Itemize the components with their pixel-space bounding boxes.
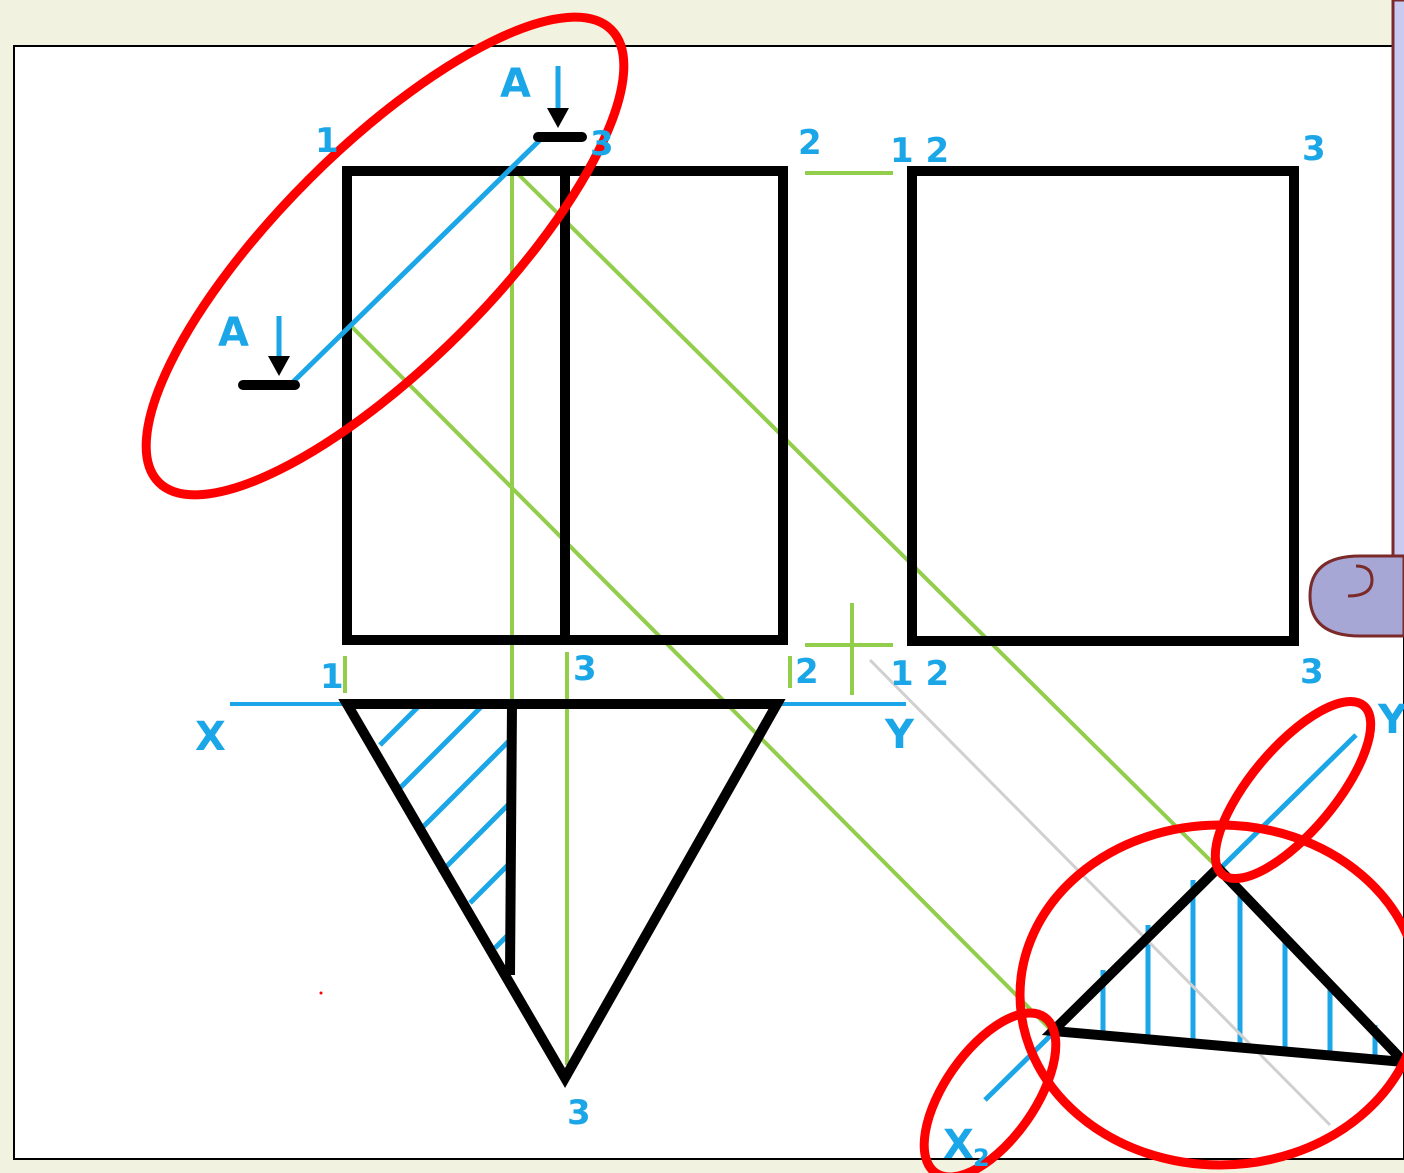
- section-label-top: A: [500, 61, 531, 107]
- front-label-3: 3: [590, 124, 614, 164]
- aux-y-label: Y: [1377, 697, 1404, 743]
- aux-x-label: X: [943, 1122, 974, 1168]
- front-label-2: 2: [798, 123, 822, 163]
- y-axis-label: Y: [884, 712, 915, 758]
- aux-view: [1041, 860, 1404, 1068]
- front-label-1: 1: [315, 121, 339, 161]
- down-arrow-icon: [268, 316, 290, 376]
- highlight-ellipses: [141, 12, 1404, 1173]
- cutting-plane-marks: [238, 132, 587, 390]
- aux-x-subscript: 2: [973, 1144, 990, 1172]
- down-arrow-icon: [547, 66, 569, 128]
- top-label-1: 1: [320, 657, 344, 697]
- cutting-plane-line: [291, 135, 545, 384]
- side-view: [907, 166, 1299, 646]
- apex-label-3: 3: [567, 1093, 591, 1133]
- side-label-bottom-12: 1 2: [890, 654, 949, 694]
- side-label-bottom-3: 3: [1300, 652, 1324, 692]
- section-label-left: A: [218, 310, 249, 356]
- front-view: [342, 166, 788, 645]
- labels: A A 1 3 2 1 2 3 1 2 3 1 3 2 X Y 3 Y X 2: [195, 61, 1404, 1172]
- top-label-3: 3: [573, 649, 597, 689]
- side-label-12: 1 2: [890, 131, 949, 171]
- stray-dot: [319, 991, 323, 995]
- projection-lines: [343, 166, 1220, 1065]
- drawing-sheet: [13, 45, 1404, 1160]
- scroll-icon: [1308, 0, 1404, 638]
- side-label-3: 3: [1302, 129, 1326, 169]
- top-label-2: 2: [795, 652, 819, 692]
- x-axis-label: X: [195, 714, 226, 760]
- top-view-hatching: [378, 703, 512, 950]
- top-view: [338, 699, 786, 1089]
